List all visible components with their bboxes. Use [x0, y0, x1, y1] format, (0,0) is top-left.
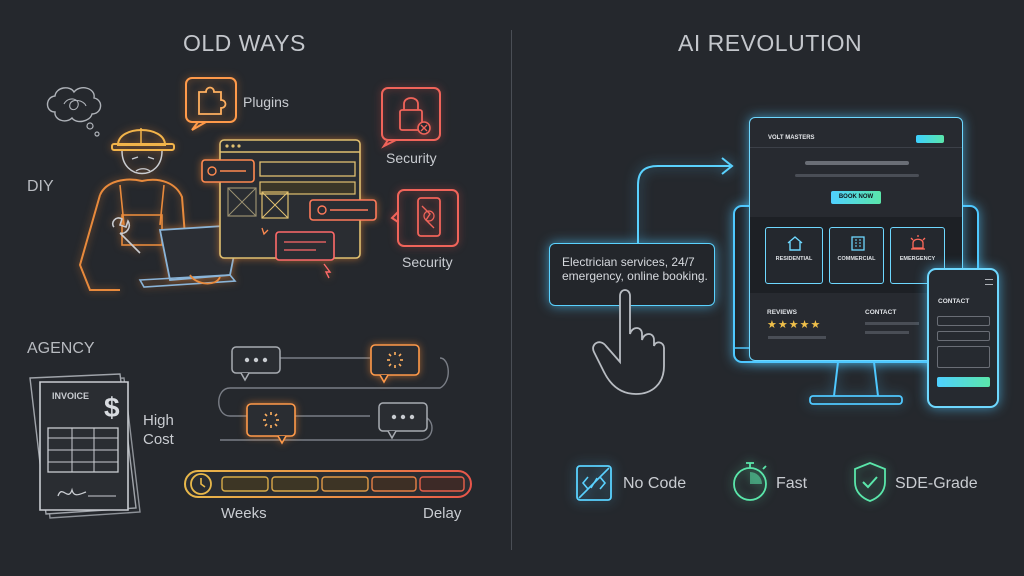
- invoice-dollar-sign: $: [104, 392, 120, 423]
- delay-timeline-bar: [184, 470, 472, 498]
- phone-form-field-2[interactable]: [937, 331, 990, 341]
- site-nav-button[interactable]: [916, 135, 944, 143]
- security-label-2: Security: [402, 254, 453, 270]
- service-label: RESIDENTIAL: [775, 256, 813, 262]
- high-cost-label: High Cost: [143, 412, 174, 448]
- stopwatch-icon: [733, 462, 767, 501]
- phone-form-field-3[interactable]: [937, 346, 990, 368]
- service-card-residential[interactable]: RESIDENTIAL: [765, 227, 823, 284]
- mobile-phone: CONTACT: [927, 268, 999, 408]
- puzzle-icon: [185, 77, 237, 131]
- siren-icon: [910, 235, 926, 250]
- benefit-label: SDE-Grade: [895, 475, 978, 492]
- benefit-label: Fast: [776, 475, 808, 492]
- service-card-commercial[interactable]: COMMERCIAL: [829, 227, 884, 284]
- review-text-line: [768, 336, 826, 339]
- phone-contact-label: CONTACT: [938, 298, 970, 305]
- padlock-icon: [381, 87, 441, 149]
- service-label: COMMERCIAL: [837, 256, 876, 262]
- loading-chat-bubble-2: [246, 403, 296, 445]
- typing-chat-bubble-2: [378, 402, 428, 440]
- book-now-button[interactable]: BOOK NOW: [831, 191, 881, 204]
- old-ways-heading: OLD WAYS: [183, 30, 306, 56]
- house-icon: [787, 236, 803, 251]
- prompt-input-box[interactable]: [549, 243, 715, 306]
- security-label-1: Security: [386, 150, 437, 166]
- pointing-hand-icon: [592, 289, 665, 395]
- no-code-icon: [576, 465, 612, 501]
- broken-phone-icon: [390, 189, 459, 247]
- agency-label: AGENCY: [27, 340, 95, 357]
- benefit-label: No Code: [623, 475, 687, 492]
- invoice-title: INVOICE: [52, 391, 90, 401]
- phone-submit-button[interactable]: [937, 377, 990, 387]
- loading-chat-bubble: [370, 344, 420, 384]
- invoice-stack-icon: [29, 373, 141, 519]
- diy-label: DIY: [27, 178, 54, 195]
- site-brand: VOLT MASTERS: [768, 135, 815, 141]
- site-hero-subline: [795, 174, 919, 177]
- center-divider: [511, 30, 512, 550]
- phone-form-field-1[interactable]: [937, 316, 990, 326]
- communication-loop: [218, 357, 449, 441]
- typing-chat-bubble: [231, 346, 281, 382]
- contact-line-1: [865, 322, 919, 325]
- review-stars: ★★★★★: [767, 319, 822, 331]
- plugins-label: Plugins: [243, 94, 289, 110]
- phone-menu-icon: [985, 279, 993, 285]
- prompt-text: Electrician services, 24/7 emergency, on…: [562, 255, 708, 283]
- building-icon: [851, 236, 865, 251]
- plugin-cluttered-browser: [201, 139, 377, 279]
- site-nav-bar: VOLT MASTERS: [750, 118, 962, 148]
- flow-arrow: [637, 157, 734, 245]
- thought-cloud-icon: [46, 87, 102, 137]
- contact-label: CONTACT: [865, 309, 897, 316]
- ai-revolution-heading: AI REVOLUTION: [678, 30, 863, 56]
- contact-line-2: [865, 331, 909, 334]
- service-label: EMERGENCY: [899, 256, 936, 262]
- shield-check-icon: [854, 462, 886, 502]
- timeline-end-label: Delay: [423, 505, 462, 522]
- reviews-label: REVIEWS: [767, 309, 797, 316]
- timeline-start-label: Weeks: [221, 505, 267, 522]
- site-hero-line: [805, 161, 909, 165]
